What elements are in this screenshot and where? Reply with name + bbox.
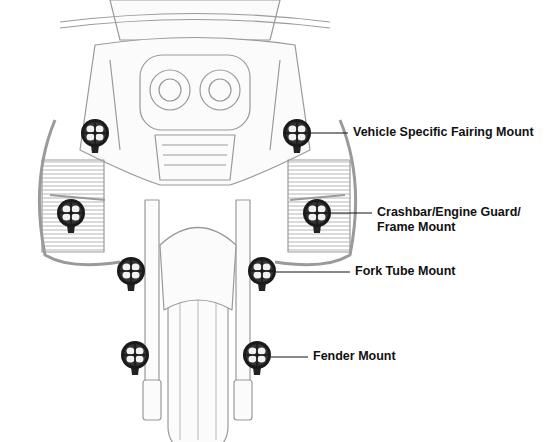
callout-label: Vehicle Specific Fairing Mount [353, 125, 543, 140]
callout-label: Crashbar/Engine Guard/ Frame Mount [377, 205, 542, 235]
callout-label: Fender Mount [313, 349, 513, 364]
callout-label: Fork Tube Mount [355, 264, 540, 279]
